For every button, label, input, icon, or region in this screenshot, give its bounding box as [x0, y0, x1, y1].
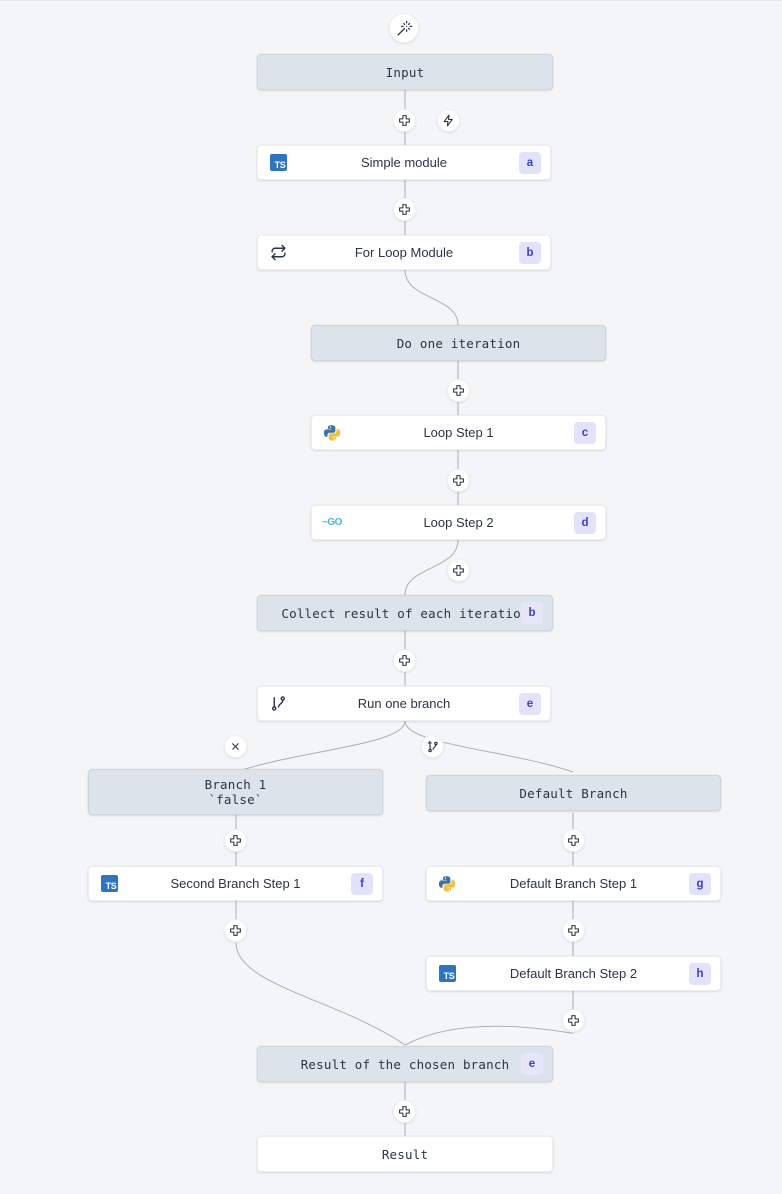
node-input-label: Input — [385, 64, 425, 80]
node-for-loop-module-badge[interactable]: b — [519, 241, 541, 264]
node-loop-step-1[interactable]: Loop Step 1 c — [311, 415, 606, 450]
branch-icon — [268, 694, 288, 714]
node-branch-1[interactable]: Branch 1 `false` — [88, 769, 383, 815]
branch-add-icon — [427, 740, 438, 752]
node-input[interactable]: Input — [257, 54, 553, 90]
node-simple-module-badge[interactable]: a — [519, 151, 541, 174]
add-branch-button[interactable] — [421, 735, 444, 758]
add-step-button-10[interactable] — [562, 919, 585, 942]
node-collect-result-badge[interactable]: b — [521, 602, 543, 624]
node-collect-result-label: Collect result of each iteration — [281, 605, 529, 621]
node-loop-step-1-label: Loop Step 1 — [423, 425, 494, 440]
add-step-button-2[interactable] — [393, 198, 416, 221]
add-step-button-6[interactable] — [393, 649, 416, 672]
node-result[interactable]: Result — [257, 1136, 553, 1172]
plus-icon — [568, 835, 579, 846]
plus-icon — [453, 475, 464, 486]
python-icon — [322, 423, 342, 443]
node-for-loop-module-label: For Loop Module — [354, 245, 454, 260]
node-default-branch-step-2-label: Default Branch Step 2 — [509, 966, 638, 981]
node-simple-module[interactable]: TS Simple module a — [257, 145, 551, 180]
node-default-branch-step-1-label: Default Branch Step 1 — [509, 876, 638, 891]
node-collect-result[interactable]: Collect result of each iteration b — [257, 595, 553, 631]
add-step-button-8[interactable] — [562, 829, 585, 852]
node-default-branch[interactable]: Default Branch — [426, 775, 721, 811]
node-result-label: Result — [381, 1146, 429, 1162]
loop-icon — [268, 243, 288, 263]
python-icon — [437, 874, 457, 894]
node-default-branch-step-2-badge[interactable]: h — [689, 962, 711, 985]
node-default-branch-step-2[interactable]: TS Default Branch Step 2 h — [426, 956, 721, 991]
node-do-one-iteration[interactable]: Do one iteration — [311, 325, 606, 361]
add-step-button-5[interactable] — [447, 559, 470, 582]
add-step-button-1[interactable] — [393, 109, 416, 132]
node-second-branch-step-1[interactable]: TS Second Branch Step 1 f — [88, 866, 383, 901]
node-second-branch-step-1-label: Second Branch Step 1 — [170, 876, 301, 891]
node-chosen-branch-result[interactable]: Result of the chosen branch e — [257, 1046, 553, 1082]
go-icon: ~GO — [322, 517, 342, 528]
node-chosen-branch-result-label: Result of the chosen branch — [300, 1056, 510, 1072]
typescript-icon: TS — [437, 964, 457, 984]
add-step-button-9[interactable] — [224, 919, 247, 942]
node-default-branch-step-1-badge[interactable]: g — [689, 872, 711, 895]
magic-wand-button[interactable] — [389, 13, 419, 43]
add-step-button-4[interactable] — [447, 469, 470, 492]
plus-icon — [453, 565, 464, 576]
node-loop-step-2-badge[interactable]: d — [574, 511, 596, 534]
plus-icon — [453, 385, 464, 396]
close-icon — [232, 743, 239, 750]
plus-icon — [230, 925, 241, 936]
add-step-button-3[interactable] — [447, 379, 470, 402]
node-default-branch-step-1[interactable]: Default Branch Step 1 g — [426, 866, 721, 901]
add-step-button-11[interactable] — [562, 1009, 585, 1032]
node-default-branch-label: Default Branch — [519, 785, 628, 801]
node-loop-step-2[interactable]: ~GO Loop Step 2 d — [311, 505, 606, 540]
add-step-button-7[interactable] — [224, 829, 247, 852]
node-second-branch-step-1-badge[interactable]: f — [351, 872, 373, 895]
node-simple-module-label: Simple module — [361, 155, 447, 170]
plus-icon — [568, 1015, 579, 1026]
plus-icon — [399, 655, 410, 666]
node-branch-1-label: Branch 1 `false` — [204, 777, 267, 807]
delete-branch-button[interactable] — [224, 735, 247, 758]
node-loop-step-2-label: Loop Step 2 — [423, 515, 494, 530]
top-divider — [0, 0, 782, 1]
plus-icon — [230, 835, 241, 846]
typescript-icon: TS — [268, 153, 288, 173]
node-run-one-branch-label: Run one branch — [357, 696, 451, 711]
plus-icon — [568, 925, 579, 936]
node-chosen-branch-result-badge[interactable]: e — [521, 1053, 543, 1075]
plus-icon — [399, 115, 410, 126]
add-trigger-button[interactable] — [437, 109, 460, 132]
plus-icon — [399, 204, 410, 215]
node-for-loop-module[interactable]: For Loop Module b — [257, 235, 551, 270]
lightning-bolt-icon — [443, 114, 453, 127]
node-loop-step-1-badge[interactable]: c — [574, 421, 596, 444]
node-do-one-iteration-label: Do one iteration — [396, 335, 521, 351]
node-run-one-branch-badge[interactable]: e — [519, 692, 541, 715]
plus-icon — [399, 1106, 410, 1117]
node-run-one-branch[interactable]: Run one branch e — [257, 686, 551, 721]
add-step-button-12[interactable] — [393, 1100, 416, 1123]
typescript-icon: TS — [99, 874, 119, 894]
magic-wand-icon — [396, 20, 412, 36]
